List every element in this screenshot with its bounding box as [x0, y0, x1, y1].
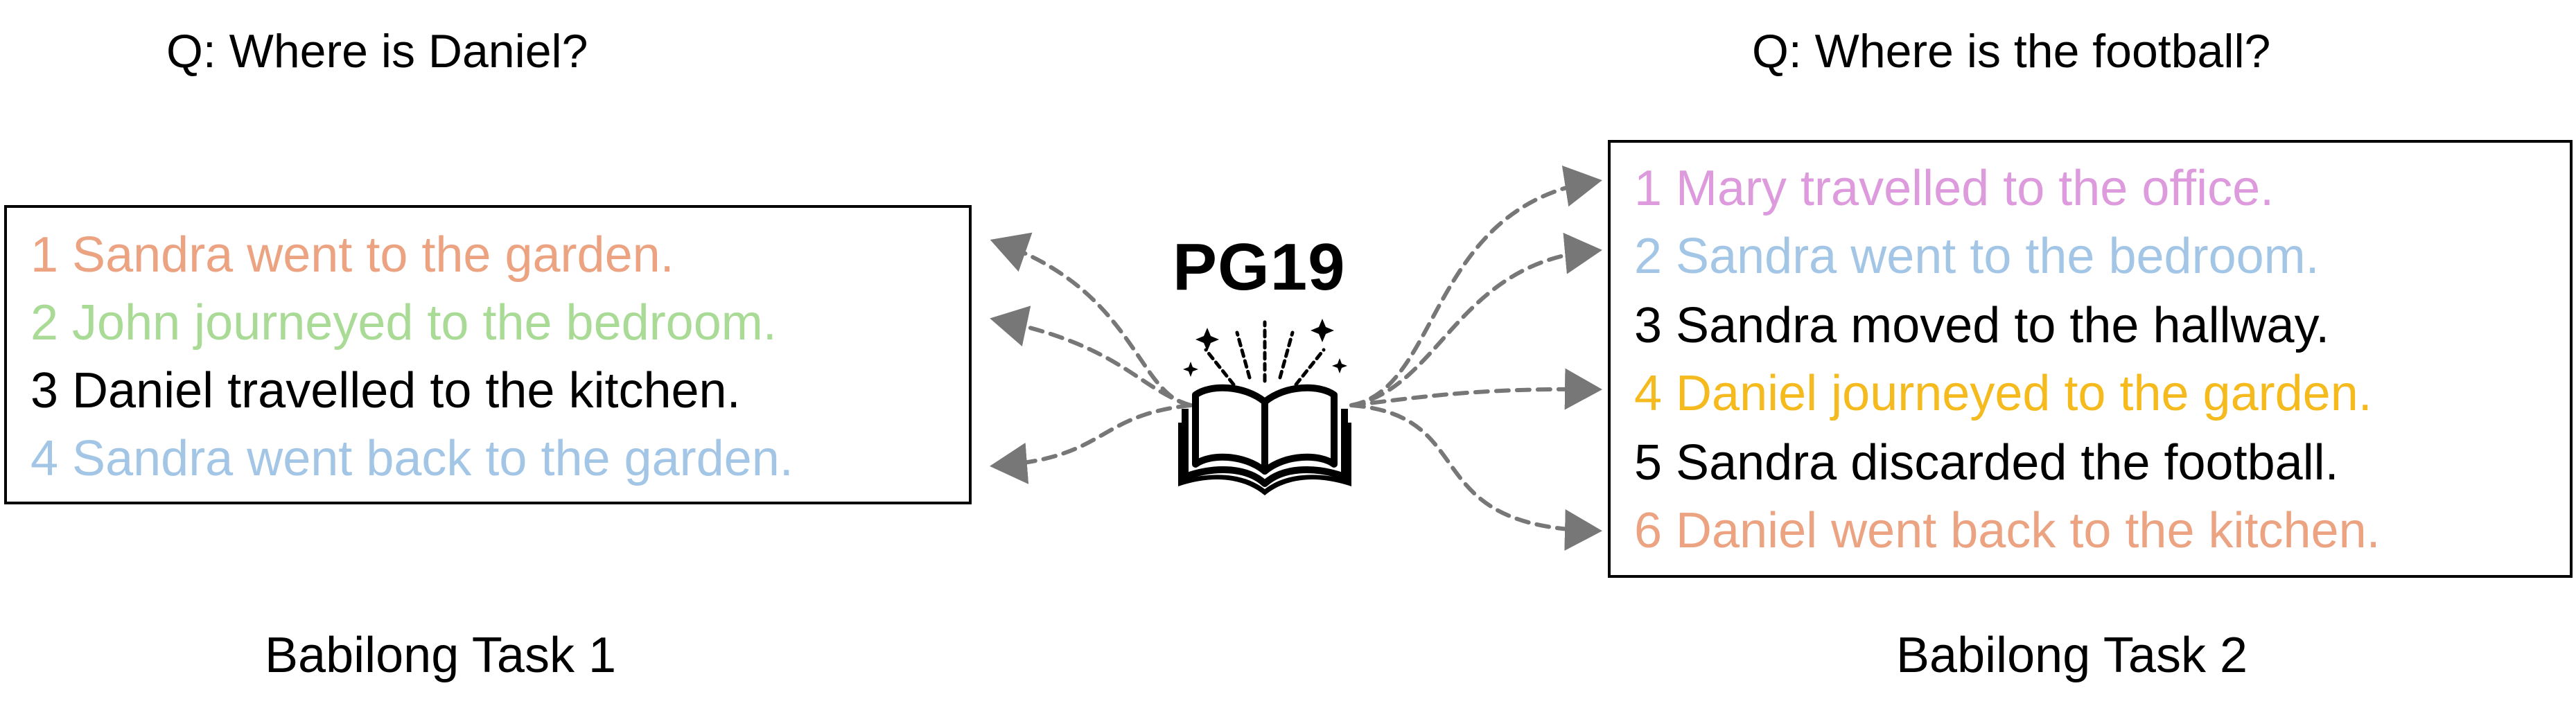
left-task-label: Babilong Task 1 — [265, 628, 617, 683]
right-sentence-4: 4 Daniel journeyed to the garden. — [1634, 366, 2372, 421]
arrow-to-right-sentence-1 — [1349, 165, 1602, 407]
right-sentence-2: 2 Sandra went to the bedroom. — [1634, 229, 2320, 284]
arrow-to-left-sentence-4 — [990, 403, 1193, 484]
right-sentence-3: 3 Sandra moved to the hallway. — [1634, 298, 2330, 353]
arrow-to-right-sentence-2 — [1349, 232, 1602, 407]
right-arrows — [1349, 165, 1602, 551]
left-sentence-3: 3 Daniel travelled to the kitchen. — [30, 363, 741, 418]
right-sentence-5: 5 Sandra discarded the football. — [1634, 435, 2339, 491]
pg19-label: PG19 — [1173, 230, 1346, 304]
left-sentence-1: 1 Sandra went to the garden. — [30, 227, 674, 283]
left-sentence-4: 4 Sandra went back to the garden. — [30, 431, 794, 486]
right-sentence-1: 1 Mary travelled to the office. — [1634, 161, 2275, 216]
arrow-to-right-sentence-6 — [1349, 403, 1602, 551]
right-question: Q: Where is the football? — [1752, 25, 2271, 78]
right-story-box: 1 Mary travelled to the office. 2 Sandra… — [1608, 140, 2573, 578]
left-story-box: 1 Sandra went to the garden. 2 John jour… — [4, 205, 972, 504]
left-question: Q: Where is Daniel? — [166, 25, 588, 78]
arrow-to-left-sentence-2 — [990, 306, 1193, 407]
arrow-to-left-sentence-1 — [990, 232, 1193, 407]
right-sentence-6: 6 Daniel went back to the kitchen. — [1634, 503, 2381, 558]
right-task-label: Babilong Task 2 — [1896, 628, 2248, 683]
arrow-to-right-sentence-4 — [1349, 368, 1602, 410]
left-arrows — [990, 232, 1193, 484]
open-book-icon — [1178, 319, 1351, 495]
left-sentence-2: 2 John journeyed to the bedroom. — [30, 295, 777, 351]
